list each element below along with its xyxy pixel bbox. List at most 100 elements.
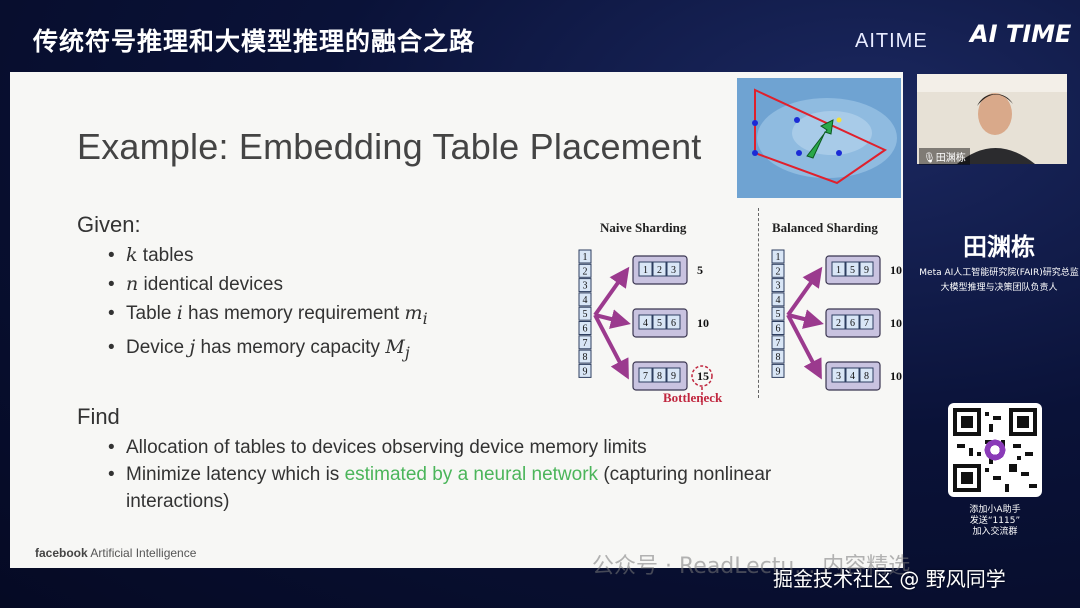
naive-table-label: 1 — [583, 252, 588, 263]
balanced-device-item — [859, 261, 874, 277]
balanced-device-item-label: 7 — [864, 318, 869, 329]
balanced-arrow — [787, 309, 824, 329]
balanced-table-label: 5 — [776, 309, 781, 320]
wechat-watermark: 公众号 · ReadLectu... 内容精选 — [592, 554, 911, 579]
naive-table-label: 3 — [583, 281, 588, 292]
juejin-watermark: 掘金技术社区 @ 野风同学 — [773, 567, 1006, 591]
naive-table-cell — [578, 249, 592, 264]
qr-caption-line2: 发送“1115” — [969, 516, 1021, 526]
naive-table-label: 8 — [583, 352, 588, 363]
naive-device-item-label: 7 — [643, 371, 648, 382]
naive-arrow — [593, 266, 630, 317]
balanced-table-label: 8 — [776, 352, 781, 363]
speaker-avatar-graphic — [917, 74, 1067, 164]
given-item-memory-req: Table i has memory requirement mi — [108, 299, 428, 333]
naive-table-label: 7 — [583, 338, 588, 349]
mic-icon: 🎙 — [923, 153, 936, 164]
footer-brand: facebook Artificial Intelligence — [35, 546, 197, 560]
balanced-table-label: 1 — [776, 252, 781, 263]
speaker-role-line1: Meta AI人工智能研究院(FAIR)研究总监 — [919, 268, 1079, 278]
balanced-table-cell — [771, 306, 785, 321]
naive-table-label: 5 — [583, 309, 588, 320]
naive-table-cell — [578, 349, 592, 364]
qr-caption-line1: 添加小A助手 — [969, 505, 1021, 515]
naive-device-item-label: 2 — [657, 265, 662, 276]
naive-device-item — [666, 314, 681, 330]
balanced-sharding-title: Balanced Sharding — [772, 220, 878, 235]
balanced-device-item-label: 4 — [850, 371, 855, 382]
naive-device-item-label: 9 — [671, 371, 676, 382]
naive-table-cell — [578, 306, 592, 321]
balanced-device-item — [845, 261, 860, 277]
balanced-device-item — [831, 261, 846, 277]
naive-table-label: 6 — [583, 324, 588, 335]
naive-device-item-label: 6 — [671, 318, 676, 329]
qr-pattern — [953, 408, 1037, 492]
naive-load-label: 15 — [697, 369, 709, 383]
naive-table-cell — [578, 292, 592, 307]
landscape-graphic — [737, 78, 901, 198]
balanced-table-cell — [771, 335, 785, 350]
optimization-preview-image — [737, 78, 901, 198]
naive-device-item-label: 8 — [657, 371, 662, 382]
given-heading: Given: — [77, 212, 141, 237]
highlight-neural-network: estimated by a neural network — [344, 464, 599, 485]
naive-device-item — [638, 261, 653, 277]
slide-title: Example: Embedding Table Placement — [77, 126, 702, 167]
balanced-arrow — [786, 266, 823, 317]
qr-caption-line3: 加入交流群 — [972, 527, 1018, 537]
balanced-device-item — [831, 367, 846, 383]
balanced-table-cell — [771, 278, 785, 293]
naive-load-label: 10 — [697, 316, 709, 330]
balanced-table-label: 9 — [776, 366, 781, 377]
naive-sharding-title: Naive Sharding — [600, 220, 687, 235]
diagram-divider — [758, 208, 759, 398]
balanced-arrow — [786, 314, 822, 380]
find-item-allocation: Allocation of tables to devices observin… — [108, 434, 828, 461]
balanced-device-item — [845, 367, 860, 383]
naive-device-item-label: 5 — [657, 318, 662, 329]
naive-arrow — [594, 309, 631, 329]
balanced-table-label: 4 — [776, 295, 781, 306]
naive-load-label: 5 — [697, 263, 703, 277]
naive-table-label: 9 — [583, 366, 588, 377]
naive-device-item — [666, 261, 681, 277]
balanced-table-label: 7 — [776, 338, 781, 349]
balanced-load-label: 10 — [890, 316, 902, 330]
given-item-capacity: Device j has memory capacity Mj — [108, 333, 428, 367]
balanced-device-item — [859, 314, 874, 330]
naive-device-item — [652, 367, 667, 383]
find-list: Allocation of tables to devices observin… — [108, 434, 828, 515]
balanced-device-item — [859, 367, 874, 383]
balanced-device-item-label: 8 — [864, 371, 869, 382]
bottleneck-label: Bottleneck — [663, 390, 723, 405]
naive-device-item-label: 4 — [643, 318, 648, 329]
balanced-device-item-label: 5 — [850, 265, 855, 276]
naive-device-item — [638, 367, 653, 383]
ai-time-logo: AI TIME — [970, 20, 1072, 48]
balanced-device-item-label: 1 — [836, 265, 841, 276]
balanced-device-item-label: 6 — [850, 318, 855, 329]
naive-arrow — [593, 314, 629, 380]
balanced-device-item — [831, 314, 846, 330]
balanced-load-label: 10 — [890, 369, 902, 383]
naive-table-cell — [578, 278, 592, 293]
balanced-device-item-label: 9 — [864, 265, 869, 276]
naive-device-item-label: 3 — [671, 265, 676, 276]
speaker-video — [917, 74, 1067, 164]
balanced-table-label: 3 — [776, 281, 781, 292]
find-item-latency: Minimize latency which is estimated by a… — [108, 461, 828, 515]
naive-table-cell — [578, 321, 592, 335]
balanced-table-cell — [771, 249, 785, 264]
camera-name-label: 🎙田渊栋 — [919, 148, 970, 165]
naive-device-item — [652, 314, 667, 330]
given-item-tables: k tables — [108, 241, 428, 270]
naive-table-cell — [578, 363, 592, 378]
balanced-load-label: 10 — [890, 263, 902, 277]
naive-device-item — [652, 261, 667, 277]
qr-code[interactable] — [948, 403, 1042, 497]
balanced-table-cell — [771, 321, 785, 335]
balanced-table-cell — [771, 363, 785, 378]
page-title: 传统符号推理和大模型推理的融合之路 — [33, 27, 476, 56]
balanced-table-label: 6 — [776, 324, 781, 335]
